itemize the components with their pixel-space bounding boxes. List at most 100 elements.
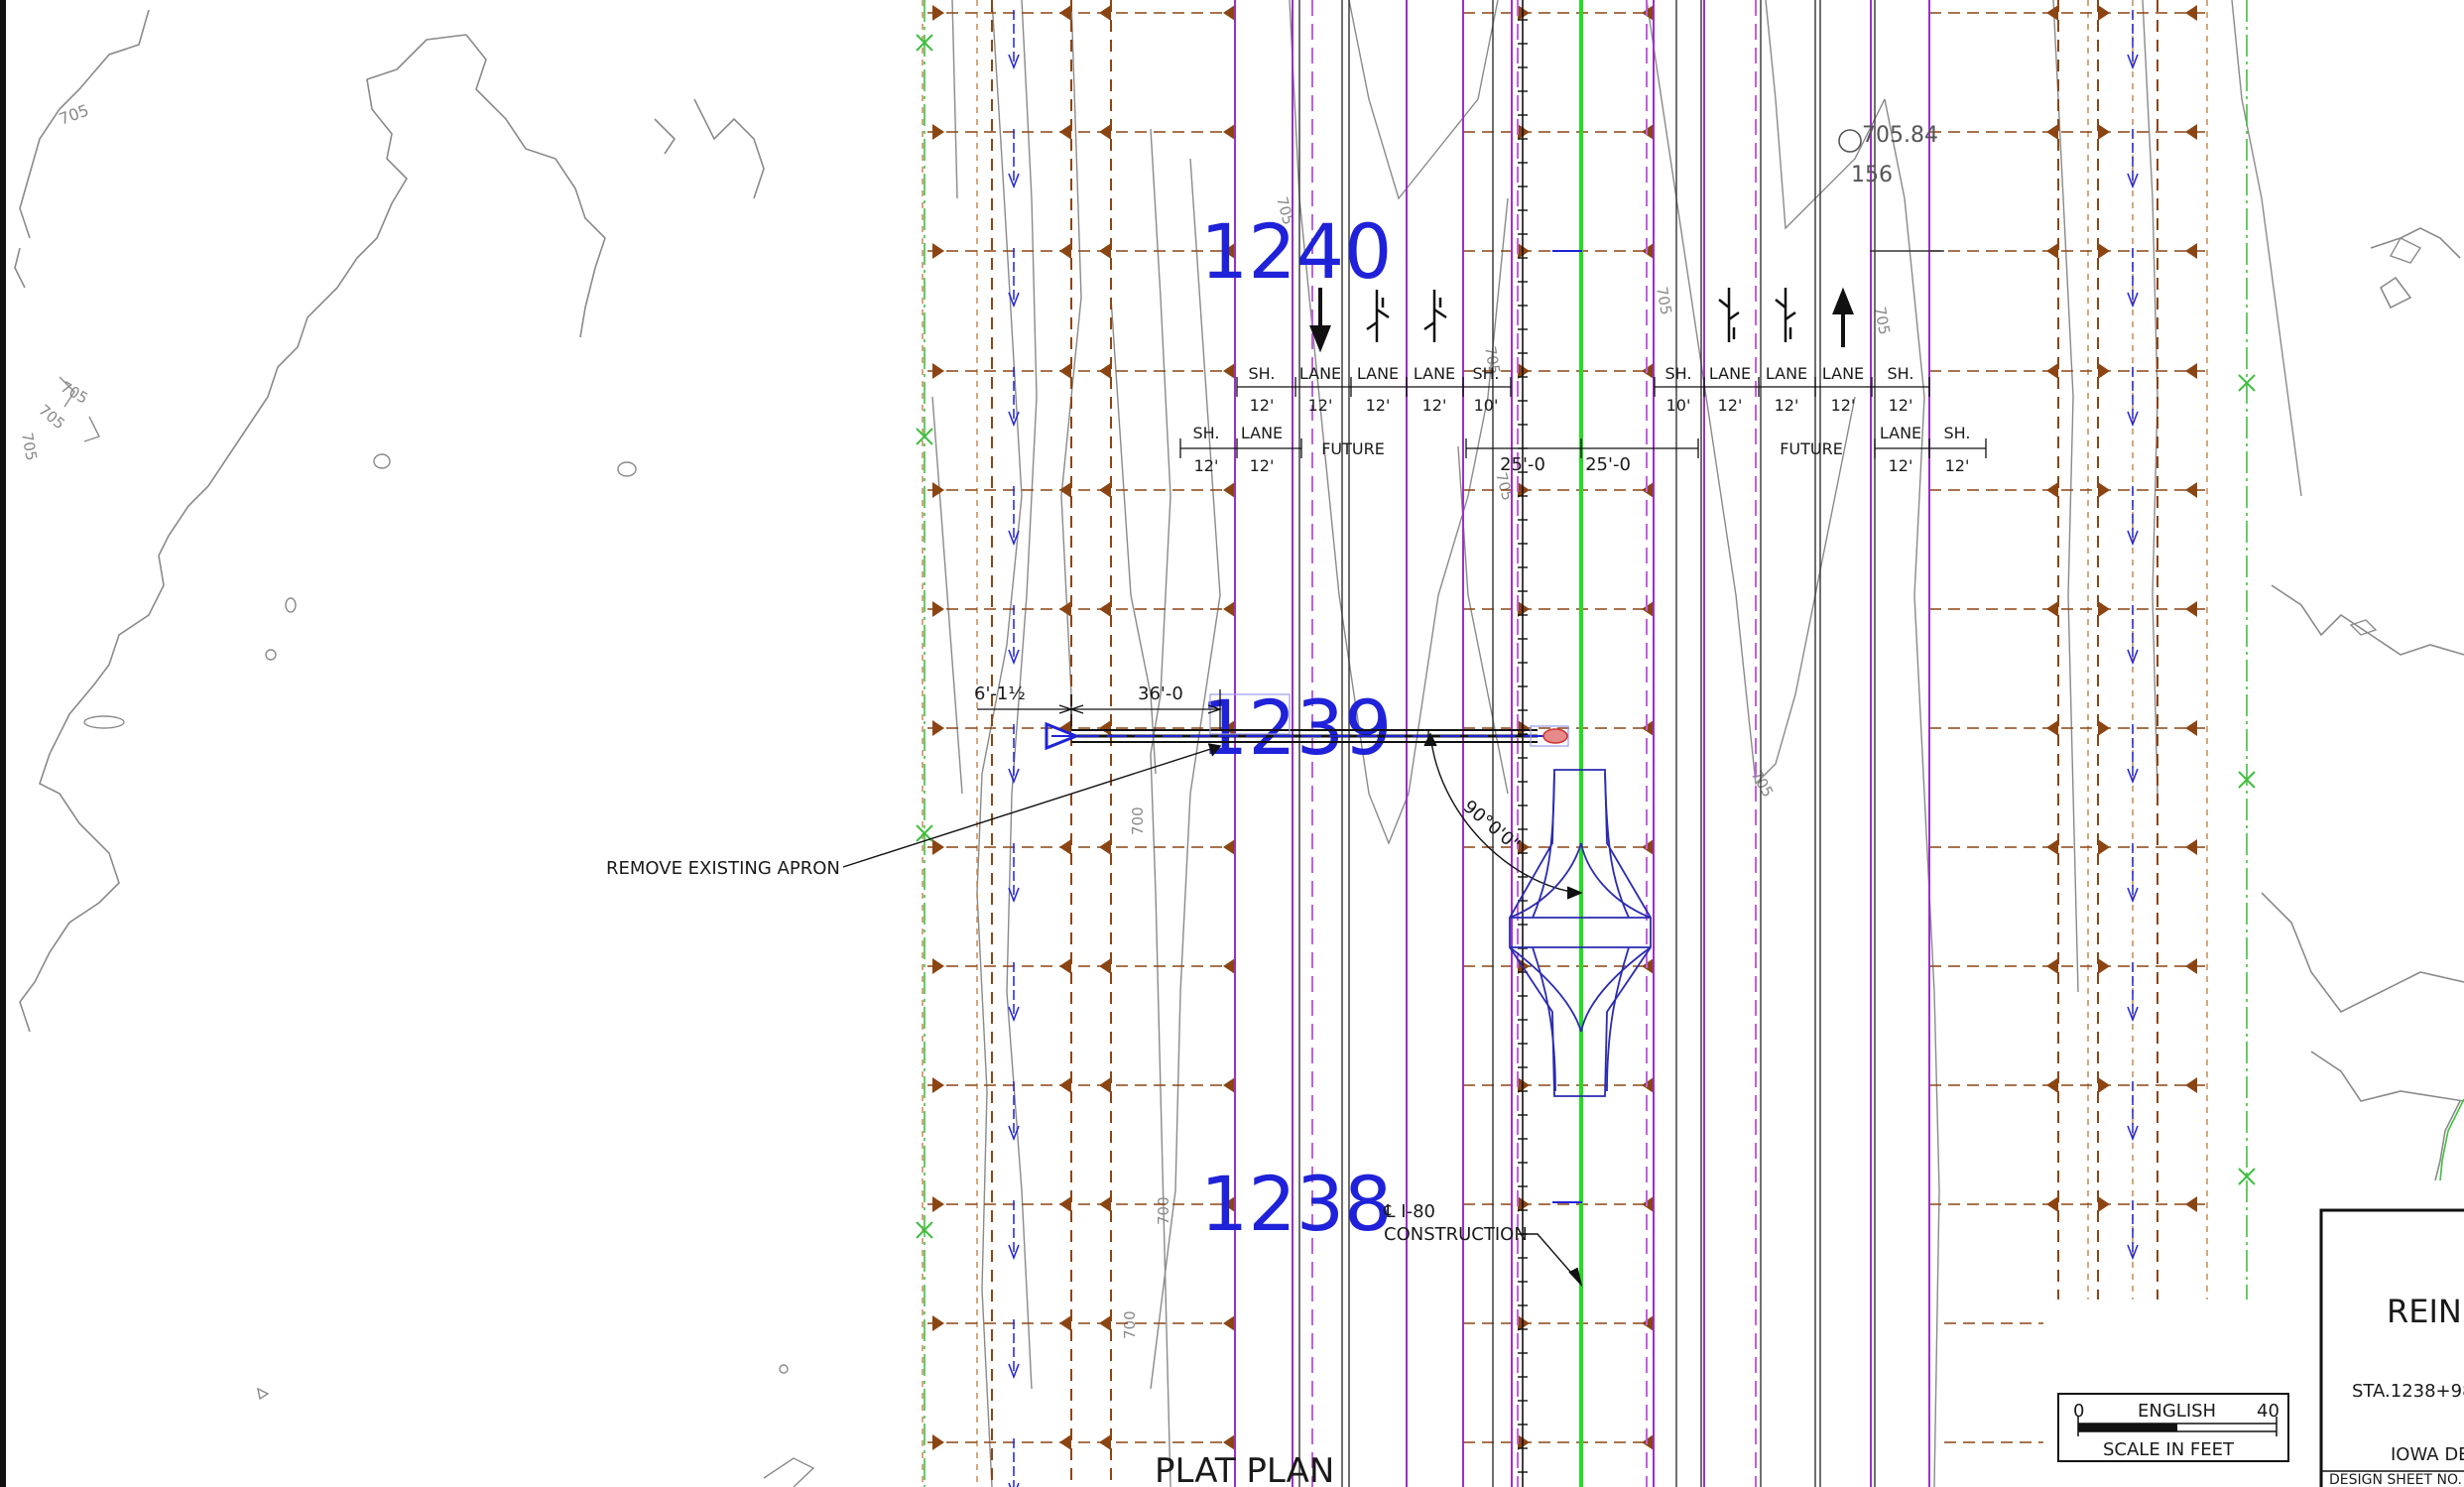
triangle-marker-icon (1059, 1434, 1071, 1450)
arrow-down-icon (1008, 530, 1020, 547)
triangle-marker-icon (2098, 839, 2110, 855)
pavement-edge-lines (1234, 0, 1930, 1487)
contour-label: 705 (35, 401, 68, 433)
arrow-down-icon (2127, 768, 2139, 785)
triangle-marker-icon (2185, 363, 2197, 379)
spot-code: 156 (1851, 163, 1893, 187)
triangle-marker-icon (932, 5, 944, 21)
triangle-marker-icon (1223, 1434, 1235, 1450)
triangle-marker-icon (1223, 839, 1235, 855)
station-1239: 1239 (1200, 683, 1392, 772)
triangle-marker-icon (2185, 601, 2197, 617)
lane-label: LANE (1414, 364, 1455, 383)
triangle-marker-icon (1223, 243, 1235, 259)
triangle-marker-icon (1223, 1315, 1235, 1331)
triangle-marker-icon (1223, 482, 1235, 498)
arrow-down-icon (1008, 1006, 1020, 1023)
x-marker-icon (916, 34, 933, 52)
cross-section-lines (927, 5, 2207, 1450)
triangle-marker-icon (1099, 5, 1111, 21)
contour-label: 705 (58, 378, 91, 408)
triangle-marker-icon (1059, 601, 1071, 617)
triangle-marker-icon (1099, 720, 1111, 736)
arrow-down-icon (2127, 1244, 2139, 1261)
lane-width: 12' (1250, 396, 1275, 415)
triangle-marker-icon (2046, 124, 2058, 140)
triangle-marker-icon (1059, 124, 1071, 140)
triangle-marker-icon (932, 1315, 944, 1331)
triangle-marker-icon (1518, 482, 1530, 498)
triangle-marker-icon (2185, 482, 2197, 498)
triangle-marker-icon (932, 124, 944, 140)
contour-label: 700 (1129, 806, 1147, 835)
triangle-marker-icon (1223, 601, 1235, 617)
arrow-down-icon (2127, 530, 2139, 547)
lane-width: 10' (1474, 396, 1499, 415)
future-lane-label: SH. (1944, 424, 1971, 442)
triangle-marker-icon (1059, 363, 1071, 379)
arrow-down-icon (1008, 411, 1020, 428)
lane-width: 12' (1775, 396, 1799, 415)
median-dimensions: 25'-0 25'-0 (1500, 454, 1631, 475)
triangle-marker-icon (1518, 124, 1530, 140)
triangle-marker-icon (2046, 482, 2058, 498)
triangle-marker-icon (2098, 601, 2110, 617)
triangle-marker-icon (1059, 958, 1071, 974)
lane-dimension-lines (1180, 386, 1986, 449)
triangle-marker-icon (932, 720, 944, 736)
triangle-marker-icon (2098, 720, 2110, 736)
triangle-marker-icon (1099, 1196, 1111, 1212)
right-edge-contour (2439, 1098, 2464, 1181)
triangle-marker-icon (2185, 243, 2197, 259)
x-marker-icon (2238, 374, 2256, 392)
triangle-marker-icon (1223, 720, 1235, 736)
contour-label: 705 (1653, 286, 1675, 316)
culvert-end-section (1509, 769, 1652, 1097)
triangle-marker-icon (1223, 5, 1235, 21)
arrow-up-icon (1832, 287, 1854, 347)
future-lanes-right: FUTURE LANE SH. 12' 12' (1780, 424, 1970, 475)
triangle-marker-icon (2185, 1196, 2197, 1212)
scale-zero: 0 (2073, 1401, 2084, 1422)
triangle-marker-icon (1059, 1315, 1071, 1331)
terrain-islands (59, 237, 2422, 1487)
triangle-marker-icon (932, 601, 944, 617)
triangle-marker-icon (2098, 243, 2110, 259)
lane-width: 10' (1666, 396, 1691, 415)
title-block-station: STA.1238+98 (2352, 1381, 2464, 1402)
arrow-down-icon (1008, 887, 1020, 904)
triangle-marker-icon (1059, 1077, 1071, 1093)
triangle-marker-icon (2185, 839, 2197, 855)
contour-label: 705 (1748, 767, 1778, 801)
triangle-marker-icon (2046, 363, 2058, 379)
x-marker-icon (916, 428, 933, 445)
triangle-marker-icon (932, 482, 944, 498)
triangle-marker-icon (2185, 5, 2197, 21)
future-lane-label: LANE (1880, 424, 1921, 442)
triangle-marker-icon (1099, 1315, 1111, 1331)
arrow-down-icon (2127, 173, 2139, 189)
culvert-dimensions (977, 689, 1223, 729)
triangle-marker-icon (1059, 243, 1071, 259)
remove-apron-note: REMOVE EXISTING APRON (606, 858, 840, 879)
triangle-marker-icon (1099, 124, 1111, 140)
station-1240: 1240 (1200, 207, 1392, 296)
triangle-marker-icon (1099, 601, 1111, 617)
triangle-marker-icon (2185, 1077, 2197, 1093)
culvert-pipe (1045, 693, 1569, 751)
future-lanes-left: SH. LANE 12' 12' FUTURE (1193, 424, 1385, 475)
future-lane-label: SH. (1193, 424, 1220, 442)
triangle-marker-icon (1099, 482, 1111, 498)
future-lane-width: 12' (1889, 456, 1913, 475)
lane-widths-upper: 12' 12' 12' 12' 10' 10' 12' 12' 12' 12' (1250, 396, 1913, 415)
title-block-title: REIN (2387, 1293, 2462, 1330)
culvert-length-dim: 36'-0 (1138, 683, 1183, 704)
scale-units: ENGLISH (2138, 1401, 2216, 1422)
triangle-marker-icon (1518, 243, 1530, 259)
triangle-marker-icon (2098, 363, 2110, 379)
page-title: PLAT PLAN (1155, 1451, 1334, 1487)
future-tag: FUTURE (1321, 439, 1385, 458)
triangle-marker-icon (2098, 958, 2110, 974)
triangle-marker-icon (1223, 1077, 1235, 1093)
